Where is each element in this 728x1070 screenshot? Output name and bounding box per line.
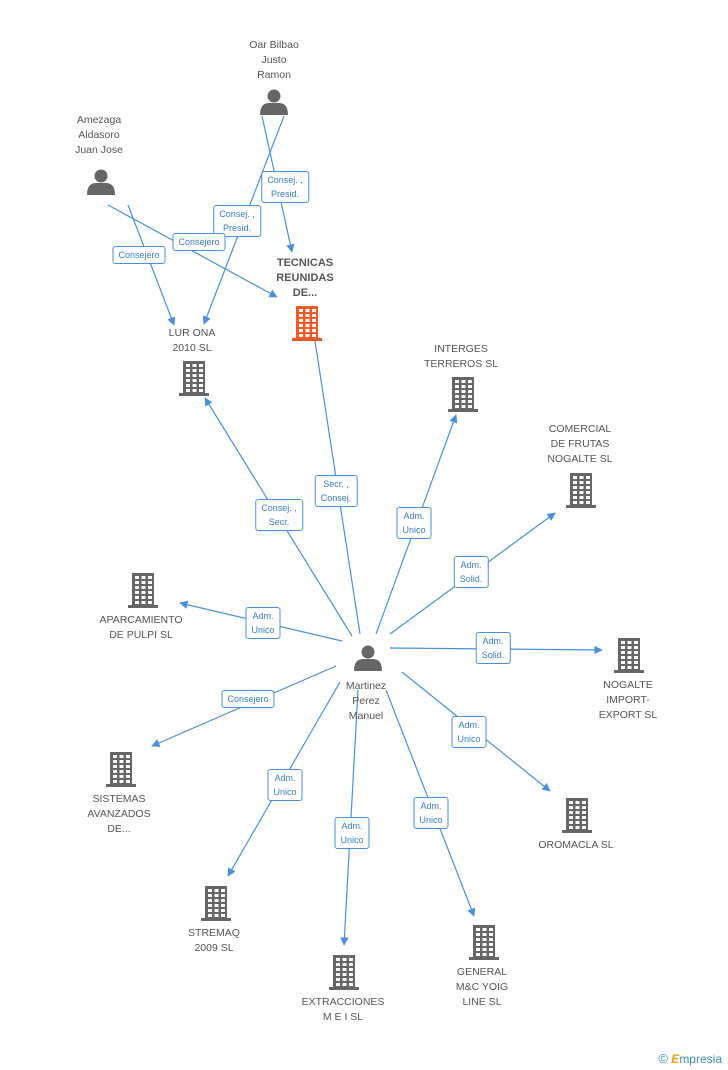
edge-label-oar-tecnicas[interactable]: Consej. , Presid. bbox=[261, 171, 309, 203]
edge-label-martinez-comercial[interactable]: Adm. Solid. bbox=[453, 556, 489, 588]
node-label-extracciones[interactable]: EXTRACCIONES M E I SL bbox=[301, 996, 385, 1023]
node-label-martinez[interactable]: Martinez Perez Manuel bbox=[345, 680, 387, 722]
edge-label-martinez-general[interactable]: Adm. Unico bbox=[413, 797, 449, 829]
edge-label-martinez-oromacla[interactable]: Adm. Unico bbox=[451, 716, 487, 748]
node-label-oromacla[interactable]: OROMACLA SL bbox=[538, 839, 614, 851]
node-label-nogalte[interactable]: NOGALTE IMPORT- EXPORT SL bbox=[598, 679, 658, 721]
building-icon-sistemas[interactable] bbox=[106, 752, 136, 787]
node-label-tecnicas[interactable]: TECNICAS REUNIDAS DE... bbox=[276, 257, 334, 299]
edge-label-martinez-aparcamiento[interactable]: Adm. Unico bbox=[245, 607, 281, 639]
edge-label-martinez-interges[interactable]: Adm. Unico bbox=[396, 507, 432, 539]
building-icon-tecnicas[interactable] bbox=[292, 306, 322, 341]
node-label-lurona[interactable]: LUR ONA 2010 SL bbox=[168, 327, 216, 354]
edge-label-martinez-tecnicas[interactable]: Secr. , Consej. bbox=[314, 475, 358, 507]
edge-label-martinez-stremaq[interactable]: Adm. Unico bbox=[267, 769, 303, 801]
node-label-amezaga[interactable]: Amezaga Aldasoro Juan Jose bbox=[75, 114, 123, 156]
building-icon-comercial[interactable] bbox=[566, 473, 596, 508]
empresia-logo[interactable]: © Empresia bbox=[658, 1051, 722, 1066]
edge-amezaga-to-tecnicas bbox=[107, 204, 278, 298]
node-label-oar[interactable]: Oar Bilbao Justo Ramon bbox=[249, 39, 299, 81]
person-icon-amezaga[interactable] bbox=[87, 169, 115, 196]
edge-amezaga-to-lurona bbox=[127, 204, 176, 326]
node-label-sistemas[interactable]: SISTEMAS AVANZADOS DE... bbox=[87, 793, 151, 835]
edge-label-oar-lurona[interactable]: Consej. , Presid. bbox=[213, 205, 261, 237]
building-icon-lurona[interactable] bbox=[179, 361, 209, 396]
edge-label-martinez-sistemas[interactable]: Consejero bbox=[221, 690, 275, 708]
building-icon-nogalte[interactable] bbox=[614, 638, 644, 673]
building-icon-aparcamiento[interactable] bbox=[128, 573, 158, 608]
node-label-stremaq[interactable]: STREMAQ 2009 SL bbox=[188, 927, 240, 954]
edge-label-martinez-extracciones[interactable]: Adm. Unico bbox=[334, 817, 370, 849]
edge-label-martinez-nogalte[interactable]: Adm. Solid. bbox=[475, 632, 511, 664]
node-label-comercial[interactable]: COMERCIAL DE FRUTAS NOGALTE SL bbox=[547, 423, 613, 465]
person-icon-martinez[interactable] bbox=[354, 645, 382, 672]
edge-label-amezaga-lurona[interactable]: Consejero bbox=[112, 246, 166, 264]
person-icon-oar[interactable] bbox=[260, 89, 288, 116]
building-icon-stremaq[interactable] bbox=[201, 886, 231, 921]
node-label-aparcamiento[interactable]: APARCAMIENTO DE PULPI SL bbox=[99, 614, 183, 641]
edge-label-martinez-lurona[interactable]: Consej. , Secr. bbox=[255, 499, 303, 531]
node-label-general[interactable]: GENERAL M&C YOIG LINE SL bbox=[455, 966, 509, 1008]
node-label-interges[interactable]: INTERGES TERREROS SL bbox=[423, 343, 499, 370]
building-icon-extracciones[interactable] bbox=[329, 955, 359, 990]
building-icon-interges[interactable] bbox=[448, 377, 478, 412]
building-icon-general[interactable] bbox=[469, 925, 499, 960]
edge-label-amezaga-tecnicas[interactable]: Consejero bbox=[172, 233, 226, 251]
building-icon-oromacla[interactable] bbox=[562, 798, 592, 833]
